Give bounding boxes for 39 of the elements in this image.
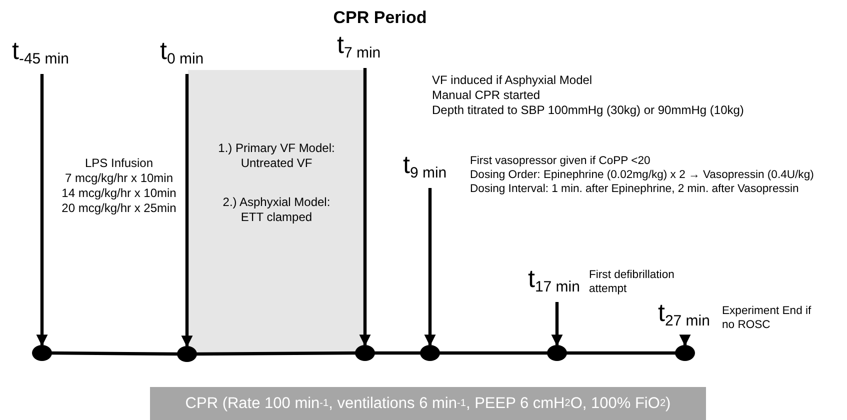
- time-label: t$_{17 min}$: [528, 264, 584, 298]
- time-label: t$_{0 min}$: [160, 36, 226, 70]
- time-label: t$_{9 min}$: [403, 150, 465, 184]
- timeline-dot: [547, 345, 567, 361]
- annotation-text: Experiment End if no ROSC: [722, 304, 812, 332]
- arrow: [424, 188, 436, 346]
- arrow: [359, 68, 371, 346]
- shaded-period-band: [188, 70, 365, 353]
- arrow: [551, 302, 563, 346]
- annotation-text: Dosing Interval: 1 min. after Epinephrine, 2 min. after Vasopressin: [470, 182, 799, 196]
- arrow: [679, 334, 691, 346]
- timeline-dot: [355, 345, 375, 361]
- model-description: 1.) Primary VF Model: Untreated VF: [217, 141, 336, 171]
- timeline-dot: [675, 345, 695, 361]
- note-text: Depth titrated to SBP 100mmHg (30kg) or 90mmHg (10kg): [432, 103, 744, 118]
- timeline-segment: [565, 351, 677, 355]
- note-text: Manual CPR started: [432, 88, 540, 103]
- note-text: 7 mcg/kg/hr x 10min: [64, 171, 174, 186]
- note-text: 20 mcg/kg/hr x 25min: [60, 201, 178, 216]
- timeline-dot: [32, 345, 52, 361]
- note-text: VF induced if Asphyxial Model: [432, 73, 592, 88]
- timeline-segment: [438, 351, 549, 355]
- arrow: [181, 74, 193, 348]
- time-label: t$_{27 min}$: [658, 298, 720, 332]
- title: CPR Period: [332, 8, 428, 28]
- time-label: t$_{-45 min}$: [12, 36, 94, 70]
- timeline-segment: [373, 351, 422, 355]
- annotation-text: First vasopressor given if CoPP <20: [470, 154, 650, 168]
- timeline-dot: [420, 345, 440, 361]
- model-description: 2.) Asphyxial Model: ETT clamped: [222, 195, 332, 225]
- time-label: t$_{7 min}$: [337, 30, 403, 64]
- timeline-segment: [50, 351, 180, 356]
- note-text: LPS Infusion: [84, 156, 154, 171]
- annotation-text: First defibrillation attempt: [589, 268, 676, 296]
- timeline-dot: [177, 346, 197, 362]
- annotation-text: Dosing Order: Epinephrine (0.02mg/kg) x 2 → Vasopressin (0.4U/kg): [470, 168, 814, 182]
- note-text: 14 mcg/kg/hr x 10min: [60, 186, 178, 201]
- timeline-segment: [195, 351, 357, 356]
- arrow: [36, 74, 48, 346]
